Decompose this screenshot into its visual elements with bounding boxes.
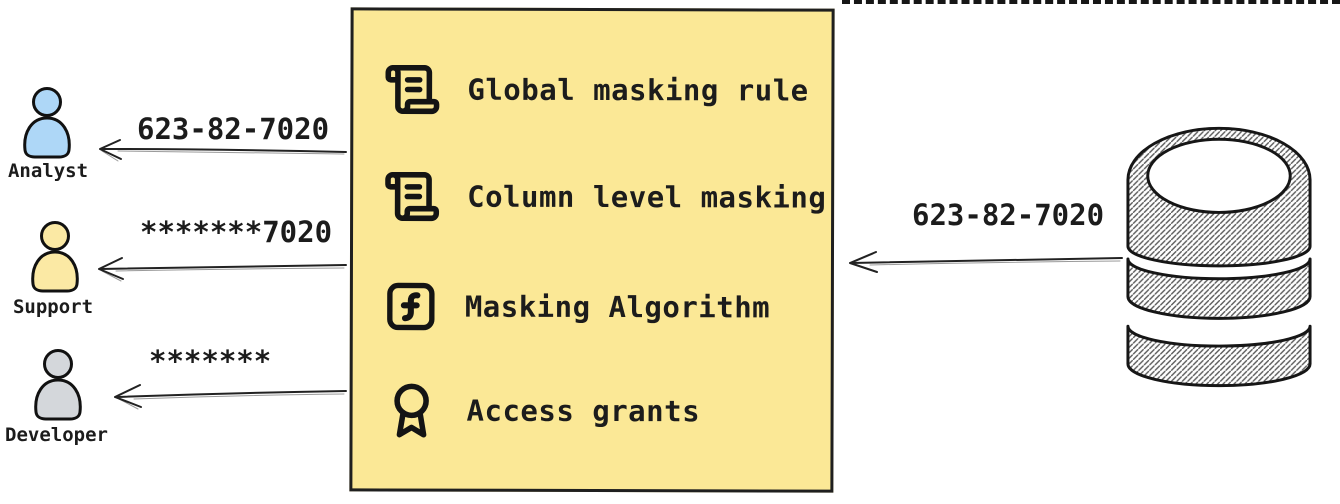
analyst-label: Analyst: [7, 160, 89, 182]
box-item-label: Column level masking: [467, 179, 827, 215]
box-item-label: Access grants: [466, 393, 701, 429]
box-item-label: Global masking rule: [467, 72, 809, 108]
frame-dashed-edge: [842, 0, 1340, 4]
arrow-to-support: [98, 257, 347, 282]
database-flow-value: 623-82-7020: [912, 198, 1105, 232]
scroll-text-icon: [385, 64, 440, 115]
arrow-to-analyst: [99, 139, 347, 162]
analyst-person-icon: [23, 87, 71, 159]
box-item-label: Masking Algorithm: [464, 289, 771, 325]
analyst-flow-value: 623-82-7020: [137, 112, 330, 146]
function-square-icon: [387, 282, 435, 331]
scroll-text-icon: [385, 171, 440, 222]
developer-label: Developer: [5, 424, 108, 446]
arrow-database-to-box: [849, 251, 1123, 273]
arrow-to-developer: [114, 384, 347, 410]
box-item-column-level-masking: Column level masking: [383, 163, 826, 230]
award-icon: [394, 383, 429, 438]
support-flow-value: *******7020: [140, 215, 333, 249]
box-item-access-grants: Access grants: [382, 377, 700, 444]
support-person-icon: [31, 221, 79, 293]
box-item-global-masking-rule: Global masking rule: [383, 56, 809, 123]
support-label: Support: [12, 296, 94, 318]
database-icon: [1126, 126, 1312, 388]
box-item-masking-algorithm: Masking Algorithm: [383, 273, 770, 340]
masking-box: Global masking rule Column level masking…: [349, 7, 835, 493]
developer-person-icon: [34, 349, 82, 421]
developer-flow-value: *******: [149, 344, 272, 378]
